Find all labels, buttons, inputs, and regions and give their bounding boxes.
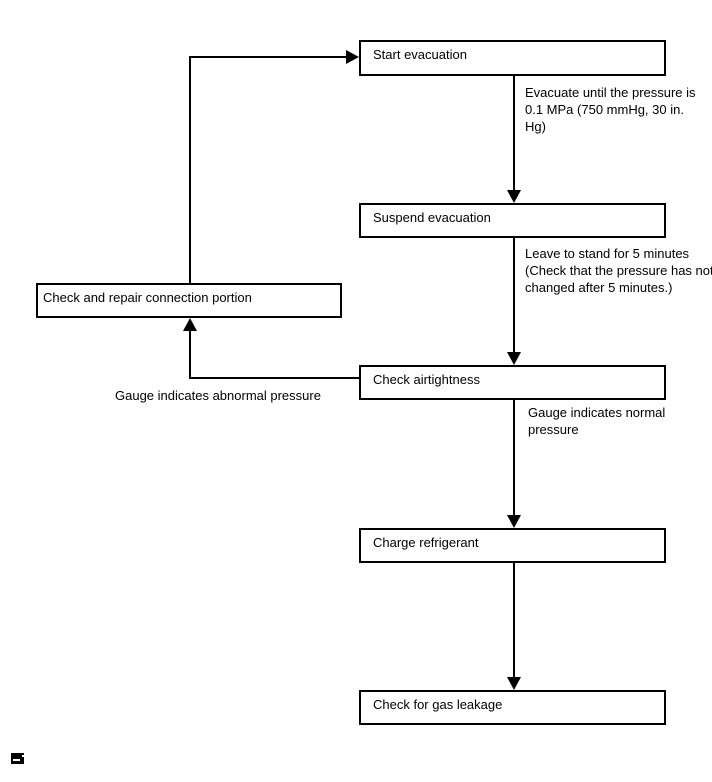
document-mark-notch bbox=[22, 755, 24, 757]
connector-airtight-to-charge bbox=[513, 400, 515, 516]
edge-label-evacuate-until-pressure: Evacuate until the pressure is 0.1 MPa (… bbox=[525, 85, 696, 134]
connector-repair-loop-horizontal bbox=[189, 56, 347, 58]
arrowhead-into-suspend-evacuation bbox=[507, 190, 521, 203]
document-mark-icon bbox=[11, 753, 24, 764]
edge-label-leave-to-stand: Leave to stand for 5 minutes (Check that… bbox=[525, 246, 712, 295]
node-check-airtightness: Check airtightness bbox=[359, 365, 666, 400]
connector-repair-loop-vertical bbox=[189, 56, 191, 285]
node-check-for-gas-leakage: Check for gas leakage bbox=[359, 690, 666, 725]
edge-label-gauge-abnormal-pressure: Gauge indicates abnormal pressure bbox=[115, 388, 321, 403]
node-start-evacuation: Start evacuation bbox=[359, 40, 666, 76]
arrowhead-into-check-for-gas-leakage bbox=[507, 677, 521, 690]
document-mark-slot bbox=[13, 759, 20, 761]
arrowhead-into-charge-refrigerant bbox=[507, 515, 521, 528]
arrowhead-into-check-airtightness bbox=[507, 352, 521, 365]
node-check-and-repair-connection-portion: Check and repair connection portion bbox=[36, 283, 342, 318]
connector-airtight-to-repair-horizontal bbox=[189, 377, 361, 379]
connector-airtight-to-repair-vertical bbox=[189, 330, 191, 379]
connector-suspend-to-airtight bbox=[513, 238, 515, 353]
node-suspend-evacuation: Suspend evacuation bbox=[359, 203, 666, 238]
connector-charge-to-leak bbox=[513, 563, 515, 678]
arrowhead-into-start-evacuation bbox=[346, 50, 359, 64]
connector-start-to-suspend bbox=[513, 76, 515, 191]
edge-label-gauge-normal-pressure: Gauge indicates normal pressure bbox=[528, 405, 666, 437]
arrowhead-into-check-and-repair bbox=[183, 318, 197, 331]
node-charge-refrigerant: Charge refrigerant bbox=[359, 528, 666, 563]
